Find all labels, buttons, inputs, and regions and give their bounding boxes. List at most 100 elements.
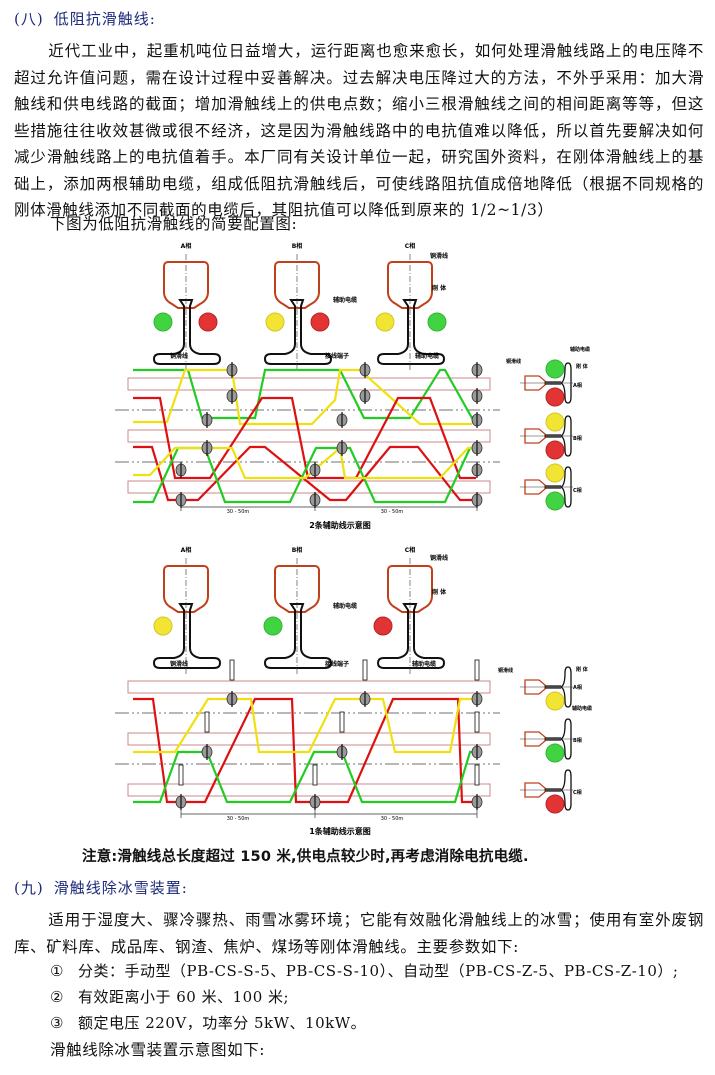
side-label-aux: 辅助电缆 (570, 346, 590, 353)
cable2-c (373, 616, 393, 636)
phase-label-a-2: A相 (181, 546, 192, 554)
side-phase-b: B相 (573, 435, 582, 442)
section-9-paragraph-text: 适用于湿度大、骤冷骤热、雨雪冰雾环境；它能有效融化滑触线上的冰雪；使用有室外废钢… (14, 911, 704, 956)
side-phase-c: C相 (573, 487, 582, 494)
item-text: 有效距离小于 60 米、100 米; (78, 988, 290, 1006)
side-b-copper (524, 428, 546, 444)
wave2-yellow (133, 697, 476, 754)
rail2-a-copper-head (163, 565, 209, 613)
post-2 (178, 764, 184, 786)
diagram-two-aux-cables: A相 B相 C相 铜滑线 刚 体 辅助电缆 铜滑线 接线端子 辅助电缆 30 -… (115, 242, 590, 530)
span-label-2: 30 - 50m (381, 509, 404, 515)
side2-c-cable-1 (545, 794, 565, 814)
span-label-2-2: 30 - 50m (381, 816, 404, 822)
param-item-2: ② 有效距离小于 60 米、100 米; (50, 986, 289, 1007)
post-0 (229, 659, 235, 681)
section-8-title: 低阻抗滑触线: (53, 10, 156, 28)
span-label-1: 30 - 50m (227, 509, 250, 515)
section-8-heading: (八) 低阻抗滑触线: (14, 8, 156, 29)
section-8-number: (八) (14, 10, 44, 28)
rail2-c-copper-head (387, 565, 433, 613)
rail2-b-rigid-body (263, 603, 333, 669)
phase-label-b-2: B相 (292, 546, 303, 554)
wave-green-top (133, 368, 476, 420)
label-terminal: 接线端子 (324, 352, 349, 360)
label-aux-cable-run-2: 辅助电缆 (412, 660, 436, 668)
cable-b-right (310, 312, 330, 332)
cable-a-left (153, 312, 173, 332)
post-7 (474, 711, 480, 733)
side-label-copper: 铜滑线 (506, 358, 521, 365)
side-c-cable-1 (545, 491, 565, 511)
side2-a-cable-1 (545, 691, 565, 711)
post-6 (474, 659, 480, 681)
label-aux-cable-run: 辅助电缆 (415, 352, 439, 360)
rail-a-copper-head (163, 261, 209, 309)
phase-label-b: B相 (292, 242, 303, 250)
label-copper-line-run: 铜滑线 (170, 352, 188, 360)
phase-label-a: A相 (181, 242, 192, 250)
d1-rail-0 (127, 377, 491, 391)
phase-label-c: C相 (405, 242, 415, 250)
side-b-cable-0 (545, 412, 565, 432)
label-copper-line-2: 铜滑线 (430, 554, 448, 562)
side-a-cable-1 (545, 387, 565, 407)
wave-red-low (133, 445, 476, 502)
phase-label-c-2: C相 (405, 546, 415, 554)
span-label-1-2: 30 - 50m (227, 816, 250, 822)
d1-rail-1 (127, 429, 491, 443)
section-8-paragraph-text: 近代工业中，起重机吨位日益增大，运行距离也愈来愈长，如何处理滑触线路上的电压降不… (14, 42, 704, 219)
diagram-1-caption: 2条辅助线示意图 (309, 520, 371, 530)
side-label-rigid-2: 刚 体 (576, 666, 589, 673)
side2-b-cable-1 (545, 743, 565, 763)
side-a-cable-0 (545, 359, 565, 379)
side-c-copper (524, 479, 546, 495)
post-4 (339, 711, 345, 733)
figure-intro-1: 下图为低阻抗滑触线的简要配置图: (50, 215, 298, 233)
rail-b-copper-head (274, 261, 320, 309)
d2-rail-1 (127, 732, 491, 746)
side-b-cable-1 (545, 440, 565, 460)
rail2-b-copper-head (274, 565, 320, 613)
side-phase-a: A相 (573, 382, 582, 389)
label-aux-cable-2: 辅助电缆 (333, 602, 357, 610)
post-1 (204, 711, 210, 733)
post-5 (312, 764, 318, 786)
side-phase-b-2: B相 (573, 737, 582, 744)
cable-c-right (427, 312, 447, 332)
side-a-copper (524, 375, 546, 391)
side2-a-copper (524, 679, 546, 695)
wave-yellow-low (133, 445, 476, 480)
post-8 (474, 764, 480, 786)
d2-rail-2 (127, 783, 491, 797)
wave-green-low (133, 446, 476, 504)
section-9-paragraph: 适用于湿度大、骤冷骤热、雨雪冰雾环境；它能有效融化滑触线上的冰雪；使用有室外废钢… (14, 907, 704, 960)
section-9-title: 滑触线除冰雪装置: (53, 879, 188, 897)
item-marker: ① (50, 962, 64, 980)
wave-yellow-top (133, 368, 472, 426)
wave2-green (133, 750, 476, 804)
label-rigid-body: 刚 体 (432, 284, 447, 292)
section-8-paragraph: 近代工业中，起重机吨位日益增大，运行距离也愈来愈长，如何处理滑触线路上的电压降不… (14, 38, 704, 224)
label-terminal-2: 接线端子 (324, 660, 349, 668)
d1-rail-2 (127, 480, 491, 494)
rail-c-rigid-body (376, 299, 446, 365)
rail-c-copper-head (387, 261, 433, 309)
section-9-number: (九) (14, 879, 44, 897)
side-label-rigid: 刚 体 (576, 363, 589, 370)
side-label-copper-2: 铜滑线 (498, 667, 513, 674)
diagram-one-aux-cable: A相 B相 C相 铜滑线 刚 体 辅助电缆 铜滑线 接线端子 辅助电缆 30 -… (115, 546, 592, 836)
side2-b-copper (524, 731, 546, 747)
diagram-2-caption: 1条辅助线示意图 (309, 826, 371, 836)
item-marker: ② (50, 988, 64, 1006)
rail-b-rigid-body (263, 299, 333, 365)
label-rigid-body-2: 刚 体 (432, 588, 447, 596)
label-aux-cable: 辅助电缆 (333, 296, 357, 304)
post-3 (362, 659, 368, 681)
wave2-red (133, 697, 476, 804)
wave-red-mid (133, 396, 476, 480)
cable-a-right (198, 312, 218, 332)
cable-c-left (375, 312, 395, 332)
